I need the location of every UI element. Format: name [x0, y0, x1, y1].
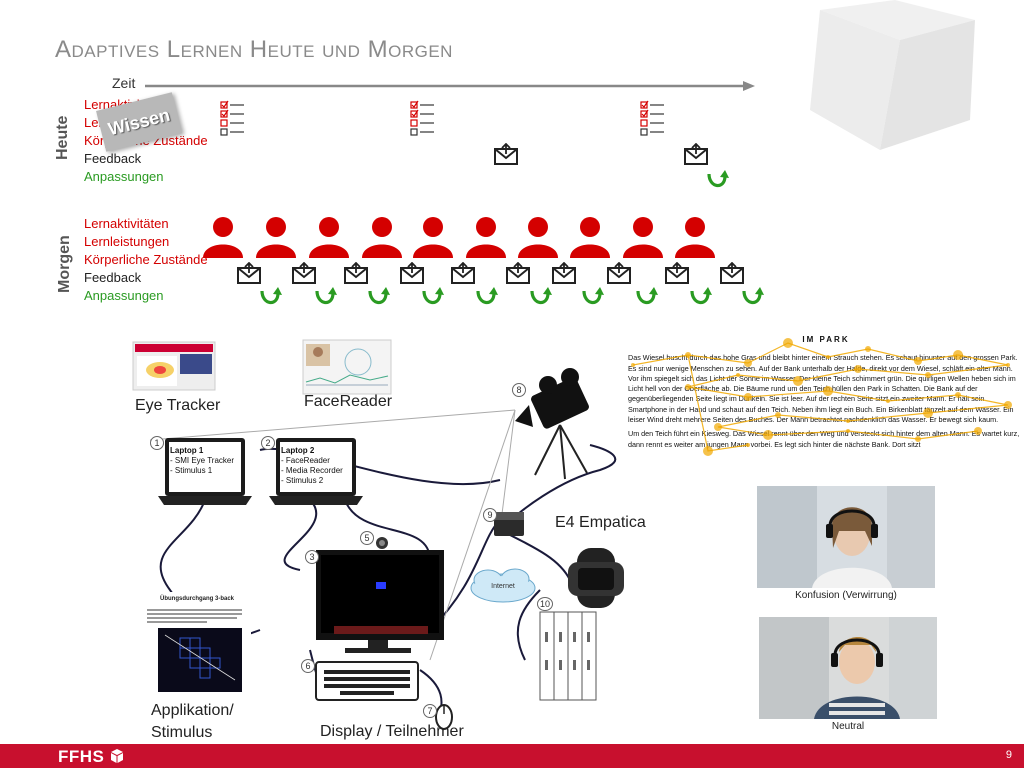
display-caption: Display / Teilnehmer	[320, 723, 464, 740]
step-number: 8	[512, 383, 526, 397]
laptop1-title: Laptop 1	[170, 446, 204, 455]
learner-person-icon	[413, 217, 453, 258]
learner-person-icon	[256, 217, 296, 258]
adaptation-arrow-icon	[690, 287, 712, 305]
adaptation-arrow-icon	[707, 170, 729, 188]
adaptation-arrow-icon	[636, 287, 658, 305]
laptop2-line: - Stimulus 2	[281, 476, 324, 485]
eye-tracker-caption: Eye Tracker	[135, 397, 221, 414]
morgen-row-label: Lernaktivitäten	[84, 216, 169, 231]
learner-person-icon	[466, 217, 506, 258]
feedback-envelope-icon	[665, 262, 689, 284]
ffhs-logo: FFHS	[58, 747, 124, 767]
participant-photo-confused	[757, 486, 935, 588]
step-number: 7	[423, 704, 437, 718]
heute-row-label: Anpassungen	[84, 169, 164, 184]
step-number: 6	[301, 659, 315, 673]
morgen-label: Morgen	[56, 235, 73, 293]
laptop2-title: Laptop 2	[281, 446, 315, 455]
reading-heading: IM PARK	[802, 335, 850, 344]
checklist-icon	[640, 100, 664, 136]
reading-paragraph: Das Wiesel huscht durch das hohe Gras un…	[628, 353, 1018, 425]
reading-stimulus: IM PARK Das Wiesel huscht durch das hohe…	[628, 335, 1024, 475]
step-number: 10	[537, 597, 553, 611]
feedback-envelope-icon	[684, 143, 708, 165]
laptop1-label: Laptop 1 - SMI Eye Tracker - Stimulus 1	[170, 446, 240, 476]
step-number: 5	[360, 531, 374, 545]
checklist-icon	[410, 100, 434, 136]
learner-person-icon	[203, 217, 243, 258]
step-number: 3	[305, 550, 319, 564]
heute-label: Heute	[54, 115, 71, 160]
learner-person-icon	[570, 217, 610, 258]
page-number: 9	[1005, 749, 1012, 761]
adaptation-arrow-icon	[422, 287, 444, 305]
feedback-envelope-icon	[400, 262, 424, 284]
morgen-row-label: Anpassungen	[84, 288, 164, 303]
participant-photo-neutral	[759, 617, 937, 719]
morgen-row-label: Feedback	[84, 270, 142, 285]
feedback-envelope-icon	[494, 143, 518, 165]
facereader-caption: FaceReader	[304, 393, 393, 410]
time-arrow-icon	[145, 81, 755, 91]
laptop2-line: - Media Recorder	[281, 466, 343, 475]
step-number: 1	[150, 436, 164, 450]
internet-label: Internet	[491, 583, 515, 590]
adaptation-arrow-icon	[742, 287, 764, 305]
ffhs-logo-text: FFHS	[58, 747, 105, 766]
laptop1-line: - SMI Eye Tracker	[170, 456, 235, 465]
heute-row-label: Feedback	[84, 151, 142, 166]
cube-logo-watermark	[810, 0, 975, 150]
step-number: 9	[483, 508, 497, 522]
confusion-caption: Konfusion (Verwirrung)	[795, 590, 897, 601]
feedback-envelope-icon	[607, 262, 631, 284]
slide-title: Adaptives Lernen Heute und Morgen	[55, 36, 453, 63]
feedback-envelope-icon	[720, 262, 744, 284]
learner-person-icon	[309, 217, 349, 258]
adaptation-arrow-icon	[368, 287, 390, 305]
neutral-caption: Neutral	[831, 721, 865, 732]
ffhs-cube-icon	[110, 749, 123, 763]
feedback-envelope-icon	[506, 262, 530, 284]
nback-title: Übungsdurchgang 3-back	[159, 596, 234, 602]
checklist-icon	[220, 100, 244, 136]
feedback-envelope-icon	[292, 262, 316, 284]
learner-person-icon	[362, 217, 402, 258]
laptop1-line: - Stimulus 1	[170, 466, 213, 475]
adaptation-arrow-icon	[582, 287, 604, 305]
feedback-envelope-icon	[552, 262, 576, 284]
morgen-row-label: Körperliche Zustände	[84, 252, 208, 267]
feedback-envelope-icon	[344, 262, 368, 284]
learner-person-icon	[675, 217, 715, 258]
footer-bar: FFHS 9	[0, 744, 1024, 768]
laptop2-label: Laptop 2 - FaceReader - Media Recorder -…	[281, 446, 351, 486]
laptop2-line: - FaceReader	[281, 456, 330, 465]
step-number: 2	[261, 436, 275, 450]
adaptation-arrow-icon	[476, 287, 498, 305]
feedback-envelope-icon	[237, 262, 261, 284]
application-caption: Applikation/ Stimulus	[151, 702, 234, 741]
adaptation-arrow-icon	[260, 287, 282, 305]
time-label: Zeit	[112, 75, 136, 91]
reading-paragraph: Um den Teich führt ein Kiesweg. Das Wies…	[628, 429, 1020, 449]
learner-person-icon	[623, 217, 663, 258]
learner-person-icon	[518, 217, 558, 258]
adaptation-arrow-icon	[315, 287, 337, 305]
feedback-envelope-icon	[451, 262, 475, 284]
adaptation-arrow-icon	[530, 287, 552, 305]
e4-caption: E4 Empatica	[555, 514, 646, 531]
lab-setup-diagram	[132, 339, 624, 730]
morgen-row-label: Lernleistungen	[84, 234, 170, 249]
morgen-rows: Lernaktivitäten Lernleistungen Körperlic…	[84, 215, 208, 305]
